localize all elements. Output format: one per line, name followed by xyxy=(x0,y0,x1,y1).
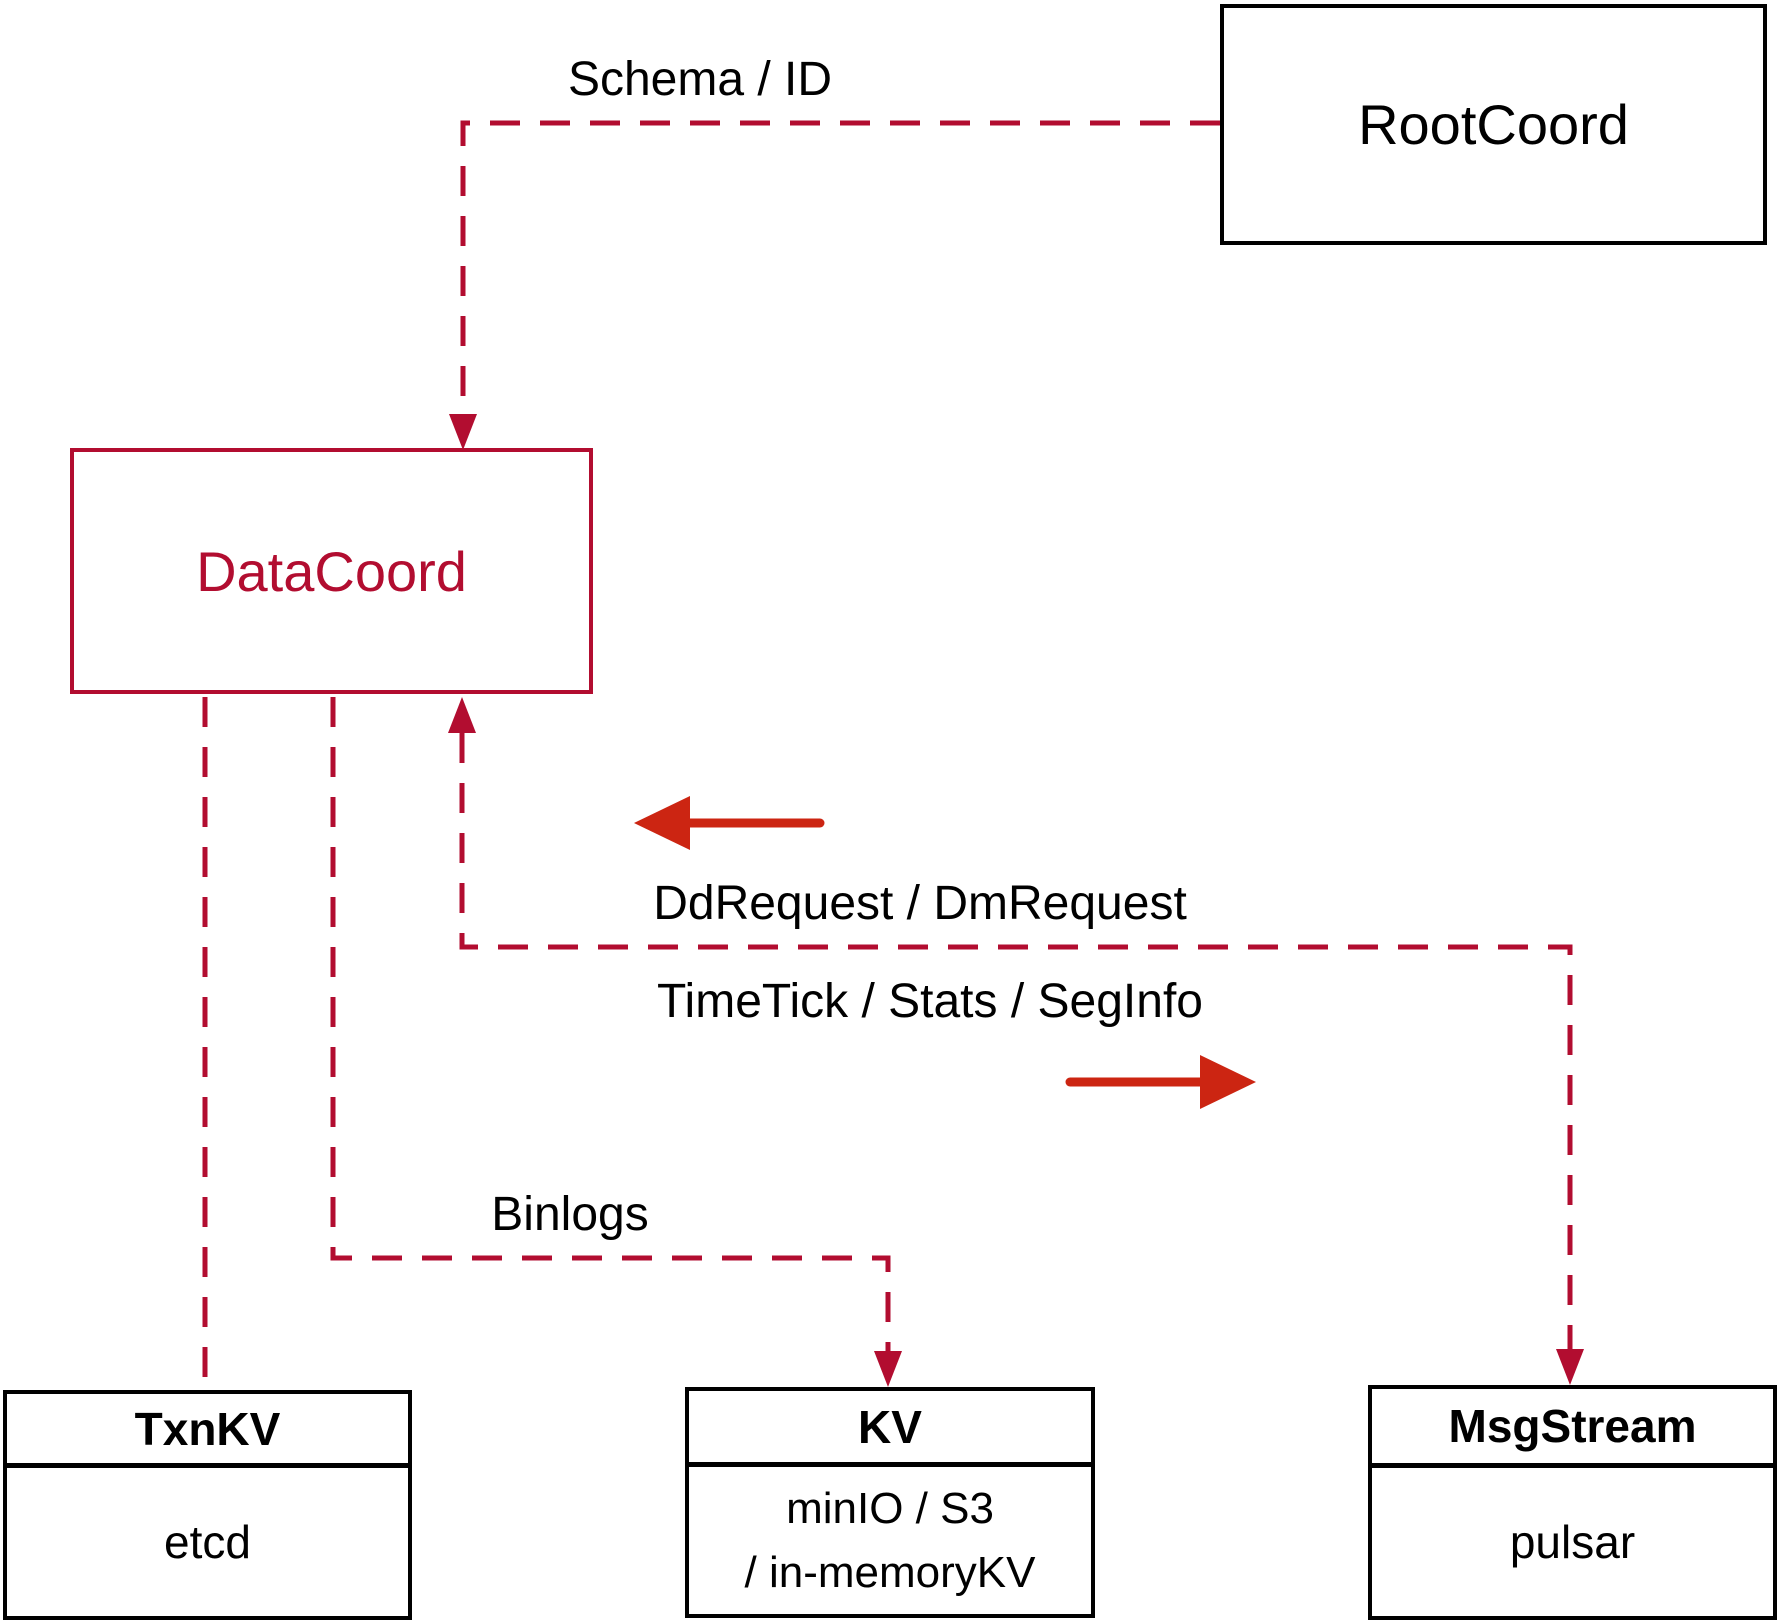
txnkv-title: TxnKV xyxy=(134,1402,281,1455)
edge-schema-id-line xyxy=(460,120,1220,440)
msgstream-body: pulsar xyxy=(1372,1468,1773,1616)
rootcoord-node: RootCoord xyxy=(1220,4,1767,245)
binlogs-edge-label: Binlogs xyxy=(491,1188,649,1241)
timetick-edge-label: TimeTick / Stats / SegInfo xyxy=(657,975,1203,1028)
txnkv-body: etcd xyxy=(7,1468,408,1616)
txnkv-node: TxnKV etcd xyxy=(3,1390,412,1620)
ddrequest-edge-label: DdRequest / DmRequest xyxy=(653,877,1187,930)
msgstream-title: MsgStream xyxy=(1448,1400,1697,1452)
rootcoord-label: RootCoord xyxy=(1358,93,1629,156)
txnkv-header: TxnKV xyxy=(7,1394,408,1468)
kv-impl-line2: / in-memoryKV xyxy=(744,1547,1036,1597)
left-direction-arrow-icon xyxy=(634,796,690,850)
msgstream-node: MsgStream pulsar xyxy=(1368,1385,1777,1620)
kv-impl-line1: minIO / S3 xyxy=(786,1483,994,1533)
kv-header: KV xyxy=(689,1391,1091,1467)
datacoord-node: DataCoord xyxy=(70,448,593,694)
kv-title: KV xyxy=(858,1400,922,1453)
edge-binlogs-arrowhead-down-icon xyxy=(874,1351,902,1387)
edge-msgstream-arrowhead-up-icon xyxy=(448,697,476,733)
datacoord-label: DataCoord xyxy=(196,539,467,603)
edge-msgstream-line xyxy=(459,733,1573,1375)
schema-id-edge-label: Schema / ID xyxy=(567,53,833,106)
msgstream-header: MsgStream xyxy=(1372,1389,1773,1468)
msgstream-impl: pulsar xyxy=(1509,1515,1636,1568)
kv-body: minIO / S3 / in-memoryKV xyxy=(689,1467,1091,1614)
edge-binlogs-line xyxy=(330,697,891,1377)
edge-schema-id-arrowhead-down-icon xyxy=(449,414,477,450)
edge-msgstream-arrowhead-down-icon xyxy=(1556,1349,1584,1385)
kv-node: KV minIO / S3 / in-memoryKV xyxy=(685,1387,1095,1618)
txnkv-impl: etcd xyxy=(164,1515,251,1568)
right-direction-arrow-icon xyxy=(1200,1055,1256,1109)
